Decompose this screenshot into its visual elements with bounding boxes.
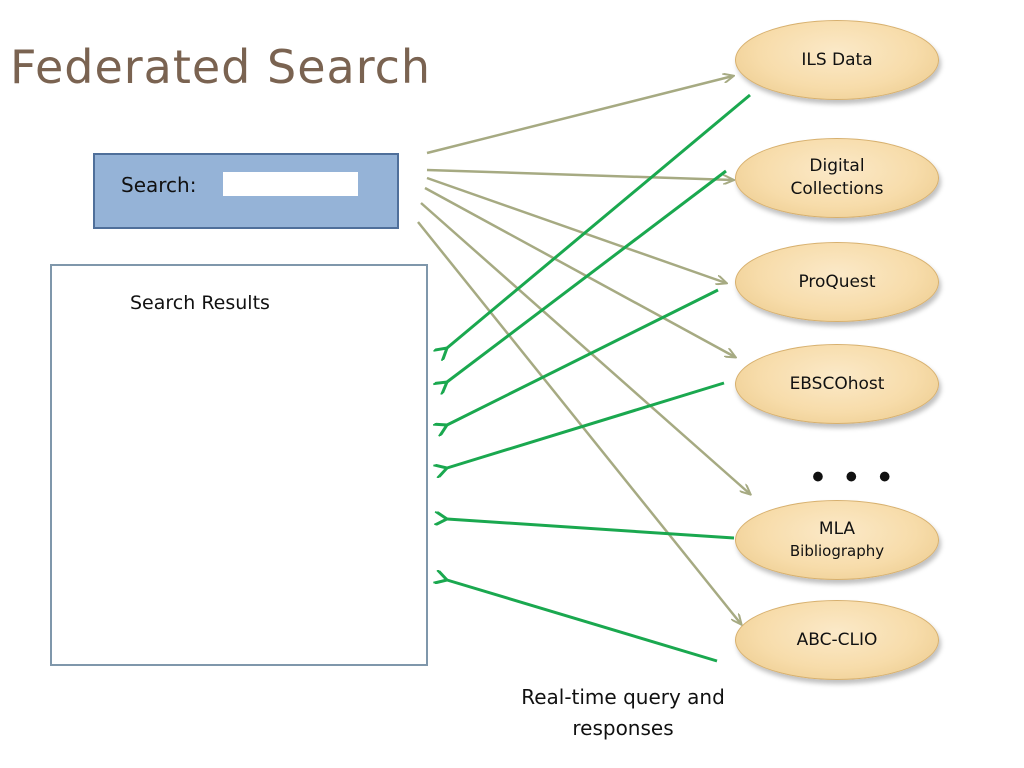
source-label: MLA [818, 519, 856, 540]
source-label: ProQuest [798, 271, 876, 292]
query-arrow-proquest [426, 176, 726, 283]
caption-line2: responses [572, 716, 674, 740]
more-sources-ellipsis: • • • [812, 458, 897, 496]
source-label: ABC-CLIO [796, 629, 878, 650]
query-arrow-digital [426, 168, 733, 180]
query-arrow-more [420, 202, 750, 494]
caption-line1: Real-time query and [521, 685, 725, 709]
source-label: EBSCOhost [789, 373, 885, 394]
source-ebscohost: EBSCOhost [735, 344, 939, 424]
response-arrow-abc [447, 580, 718, 663]
response-arrow-digital [447, 169, 727, 382]
query-arrow-abc [417, 221, 741, 624]
search-results-label: Search Results [130, 292, 270, 314]
response-arrow-proquest [447, 288, 719, 425]
response-arrow-mla [447, 519, 735, 540]
source-proquest: ProQuest [735, 242, 939, 322]
source-ils-data: ILS Data [735, 20, 939, 100]
source-abc-clio: ABC-CLIO [735, 600, 939, 680]
source-label: ILS Data [801, 49, 873, 70]
search-label: Search: [121, 173, 197, 197]
search-results-panel: Search Results [50, 264, 428, 666]
response-arrow-ils [447, 93, 751, 348]
source-digital-collections: Digital Collections [735, 138, 939, 218]
source-mla-bibliography: MLA Bibliography [735, 500, 939, 580]
query-arrow-ebsco [424, 186, 735, 357]
source-label-line2: Bibliography [789, 542, 885, 561]
search-panel: Search: [93, 153, 399, 229]
page-title: Federated Search [10, 40, 432, 94]
query-arrow-ils [426, 76, 733, 155]
search-input[interactable] [223, 172, 358, 196]
source-label: Digital [809, 156, 865, 177]
source-label-line2: Collections [790, 179, 884, 199]
diagram-caption: Real-time query and responses [505, 682, 741, 744]
response-arrow-ebsco [447, 381, 725, 468]
